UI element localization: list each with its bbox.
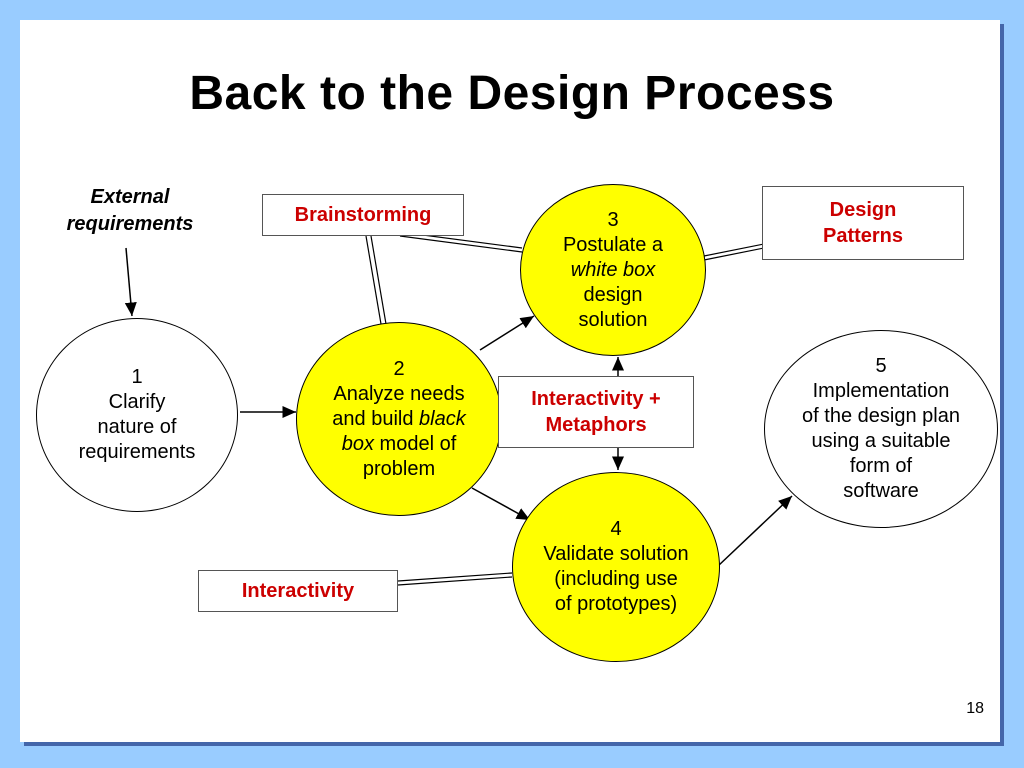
node-2-line: box model of	[341, 432, 457, 455]
connector-brainstorming-to-2a	[365, 235, 382, 325]
node-5-line: software	[843, 480, 919, 502]
node-3-line: white box	[570, 258, 656, 281]
node-5-line: form of	[849, 455, 913, 477]
node-5-line: of the design plan	[802, 405, 960, 427]
design-patterns-line: Design	[829, 199, 897, 221]
connector-patterns-to-3a	[703, 243, 765, 257]
page-number: 18	[966, 700, 984, 717]
node-1-line: Clarify	[108, 391, 166, 413]
external-line-1: External	[90, 186, 170, 208]
node-3-postulate: 3 Postulate a white box design solution	[520, 184, 706, 356]
connector-brainstorming-to-2b	[370, 235, 387, 325]
brainstorming-label: Brainstorming	[294, 204, 432, 226]
node-4-validate: 4 Validate solution (including use of pr…	[512, 472, 720, 662]
arrow-4-to-5	[717, 495, 793, 567]
node-4-line: 4	[610, 518, 622, 540]
interactivity-box: Interactivity	[198, 570, 398, 612]
node-2-analyze: 2 Analyze needs and build black box mode…	[296, 322, 502, 516]
arrow-2-to-4	[471, 487, 531, 521]
node-2-line: and build black	[332, 407, 466, 430]
design-patterns-box: Design Patterns	[762, 186, 964, 260]
interactivity-label: Interactivity	[241, 580, 355, 602]
arrow-ext-to-1	[124, 247, 137, 317]
node-3-line: Postulate a	[562, 233, 664, 256]
connector-brainstorming-to-3a	[399, 235, 523, 253]
node-4-line: (including use	[554, 568, 678, 590]
interactivity-metaphors-line: Metaphors	[545, 414, 647, 436]
node-1-line: nature of	[97, 416, 177, 438]
node-5-line: 5	[875, 355, 887, 377]
page-title: Back to the Design Process	[189, 67, 835, 120]
node-2-line: 2	[393, 357, 405, 380]
node-4-line: Validate solution	[543, 543, 689, 565]
node-4-line: of prototypes)	[554, 593, 678, 615]
node-5-implementation: 5 Implementation of the design plan usin…	[764, 330, 998, 528]
node-3-line: solution	[578, 308, 648, 331]
connector-patterns-to-3b	[703, 247, 765, 261]
connector-interactivity-to-4a	[397, 572, 513, 582]
external-line-2: requirements	[66, 213, 194, 235]
node-1-line: 1	[131, 366, 143, 388]
connector-interactivity-to-4b	[397, 576, 513, 586]
design-patterns-line: Patterns	[822, 225, 904, 247]
interactivity-metaphors-line: Interactivity +	[531, 388, 661, 410]
interactivity-metaphors-box: Interactivity + Metaphors	[498, 376, 694, 448]
node-5-line: using a suitable	[811, 430, 951, 452]
node-1-line: requirements	[78, 441, 196, 463]
node-2-line: problem	[362, 457, 436, 480]
node-3-line: 3	[607, 208, 619, 231]
node-5-line: Implementation	[812, 380, 950, 402]
node-2-line: Analyze needs	[333, 382, 465, 405]
arrow-2-to-3	[479, 315, 535, 351]
brainstorming-box: Brainstorming	[262, 194, 464, 236]
node-3-line: design	[583, 283, 643, 306]
external-requirements-label: External requirements	[40, 184, 220, 238]
node-1-clarify: 1 Clarify nature of requirements	[36, 318, 238, 512]
